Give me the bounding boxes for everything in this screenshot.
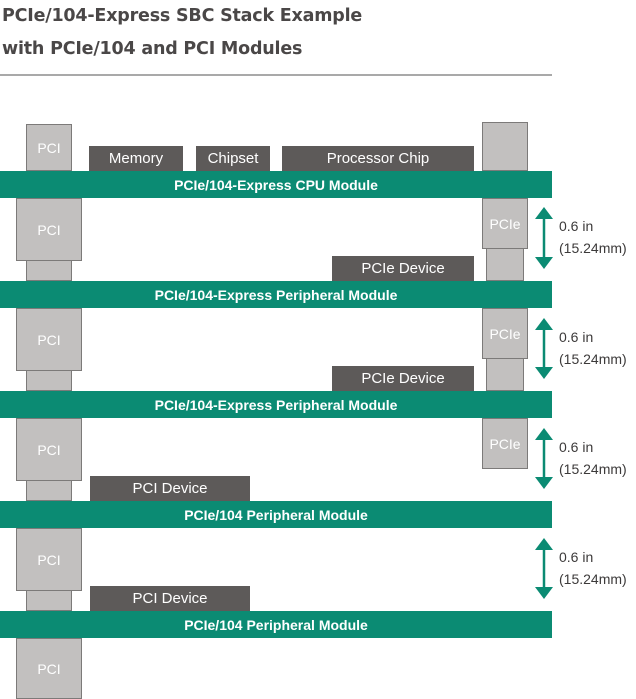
pci-connector-stub [26, 590, 72, 611]
chipset-chip: Chipset [196, 146, 270, 171]
pci-connector: PCI [26, 124, 72, 171]
pcie-connector: PCIe [482, 198, 528, 249]
peripheral-module-board: PCIe/104-Express Peripheral Module [0, 281, 552, 308]
memory-chip: Memory [89, 146, 183, 171]
pci-connector-stub [26, 260, 72, 281]
double-arrow-icon [535, 318, 553, 379]
title-line-1: PCIe/104-Express SBC Stack Example [2, 6, 363, 26]
spacing-label: 0.6 in(15.24mm) [559, 549, 627, 587]
pci-device-chip: PCI Device [90, 586, 250, 611]
pci-connector: PCI [16, 418, 82, 481]
peripheral-module-board: PCIe/104-Express Peripheral Module [0, 391, 552, 418]
pcie104-module-board: PCIe/104 Peripheral Module [0, 501, 552, 528]
processor-chip: Processor Chip [282, 146, 474, 171]
pci-connector-stub [26, 370, 72, 391]
pci-connector-bottom: PCI [16, 638, 82, 699]
pci-connector: PCI [16, 308, 82, 371]
spacing-label: 0.6 in(15.24mm) [559, 218, 627, 256]
pcie-device-chip: PCIe Device [332, 366, 474, 391]
pcie-connector: PCIe [482, 308, 528, 359]
pcie-connector: PCIe [482, 418, 528, 469]
cpu-module-board: PCIe/104-Express CPU Module [0, 171, 552, 198]
pcie-connector-stub [486, 248, 524, 281]
pcie-device-chip: PCIe Device [332, 256, 474, 281]
pcie-connector-top [482, 122, 528, 171]
diagram-title: PCIe/104-Express SBC Stack Example with … [2, 0, 362, 66]
pci-connector: PCI [16, 528, 82, 591]
spacing-label: 0.6 in(15.24mm) [559, 329, 627, 367]
pcie-connector-stub [486, 358, 524, 391]
pci-connector-stub [26, 480, 72, 501]
double-arrow-icon [535, 538, 553, 599]
title-divider [0, 74, 552, 76]
spacing-label: 0.6 in(15.24mm) [559, 439, 627, 477]
title-line-2: with PCIe/104 and PCI Modules [2, 39, 303, 59]
pci-device-chip: PCI Device [90, 476, 250, 501]
pcie104-module-board: PCIe/104 Peripheral Module [0, 611, 552, 638]
double-arrow-icon [535, 207, 553, 269]
double-arrow-icon [535, 428, 553, 489]
